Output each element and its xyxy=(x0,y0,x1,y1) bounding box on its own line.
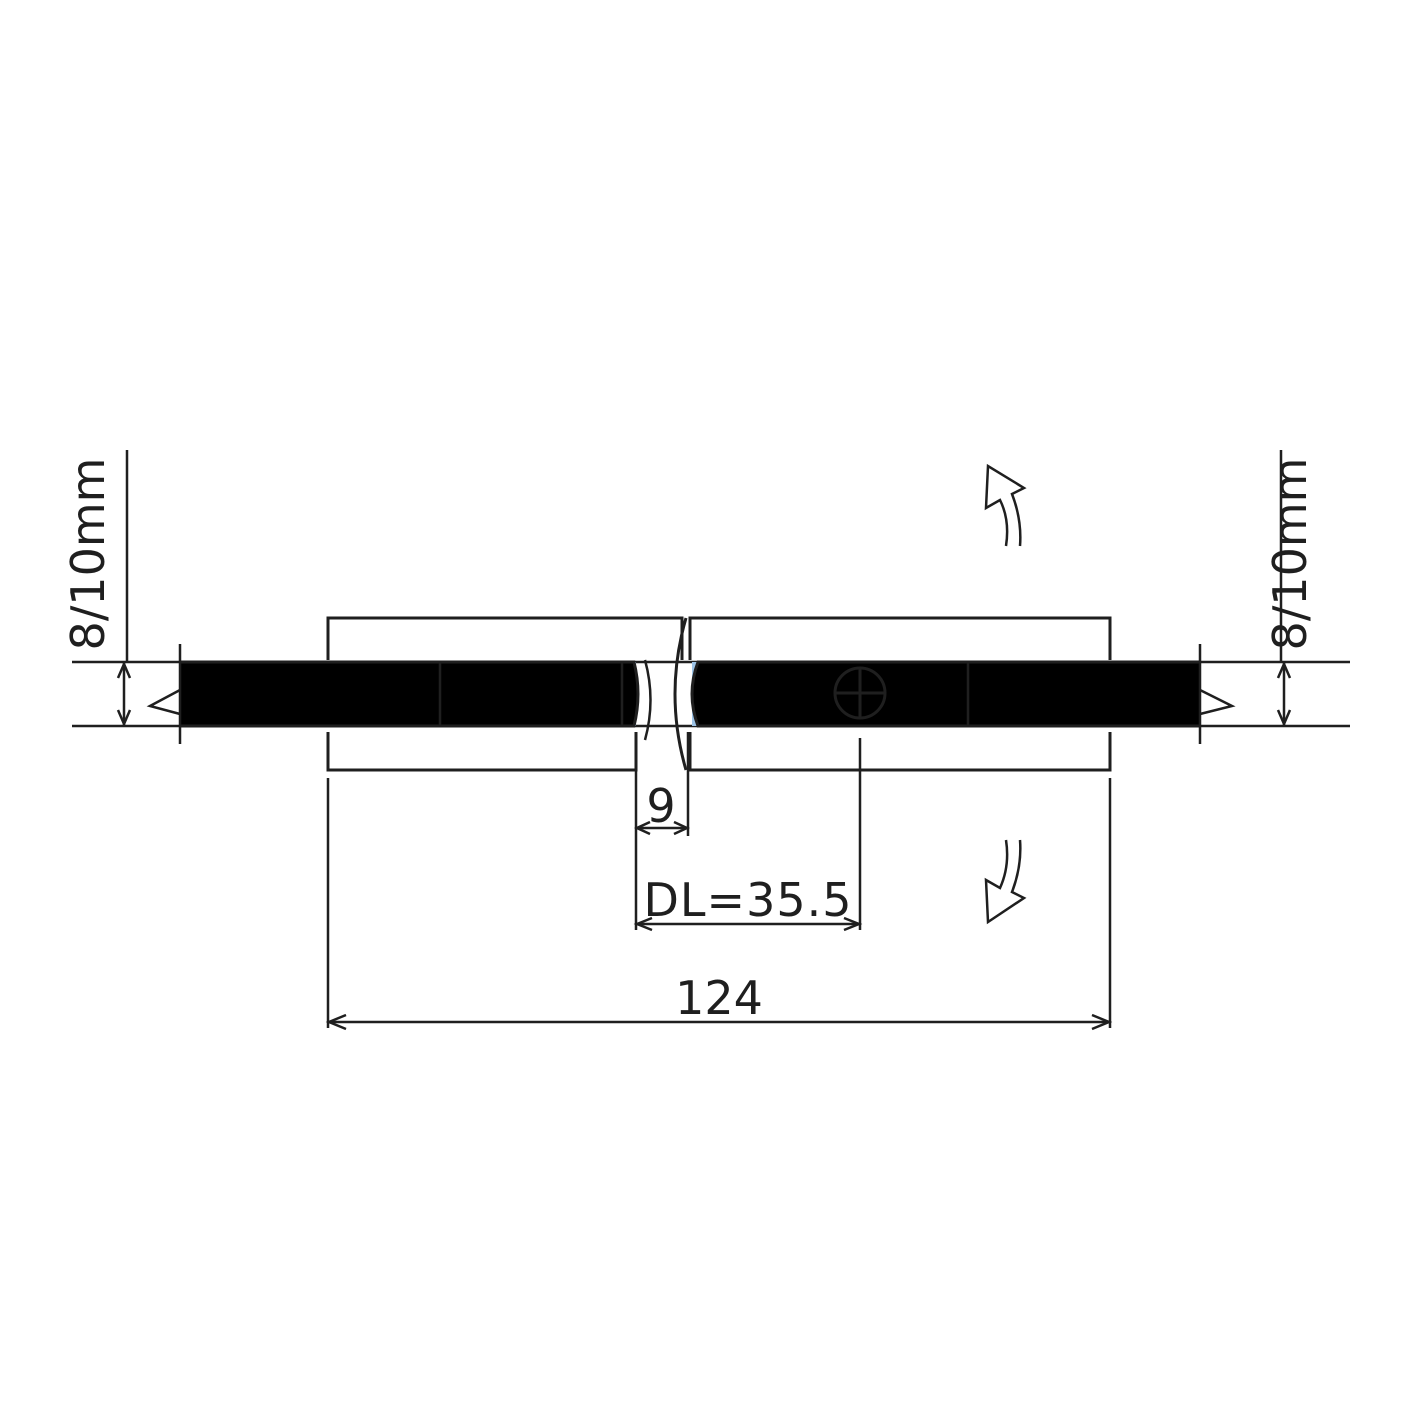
thickness-dimension-right xyxy=(1276,450,1292,728)
thickness-dimension-left xyxy=(116,450,132,728)
thickness-label-right: 8/10mm xyxy=(1263,458,1317,651)
thickness-label-left: 8/10mm xyxy=(61,458,115,651)
dl-label: DL=35.5 xyxy=(643,873,852,927)
glass-break-icon-right xyxy=(1198,644,1236,744)
hinge-pivot-curve xyxy=(673,617,688,771)
glass-panel-right xyxy=(690,660,1200,728)
gap-label: 9 xyxy=(646,779,675,833)
curved-arrow-up-icon xyxy=(984,463,1027,547)
overall-length-label: 124 xyxy=(675,971,763,1025)
curved-arrow-down-icon xyxy=(984,839,1027,925)
overall-length-dimension xyxy=(325,778,1113,1031)
glass-panel-left xyxy=(180,660,640,728)
glass-break-icon-left xyxy=(146,644,182,744)
hinge-body-right xyxy=(688,616,1112,772)
hinge-pivot-curve-inner xyxy=(643,659,652,741)
gap-dimension xyxy=(634,732,690,930)
screw-head-icon xyxy=(833,666,887,720)
dl-dimension xyxy=(633,738,863,932)
